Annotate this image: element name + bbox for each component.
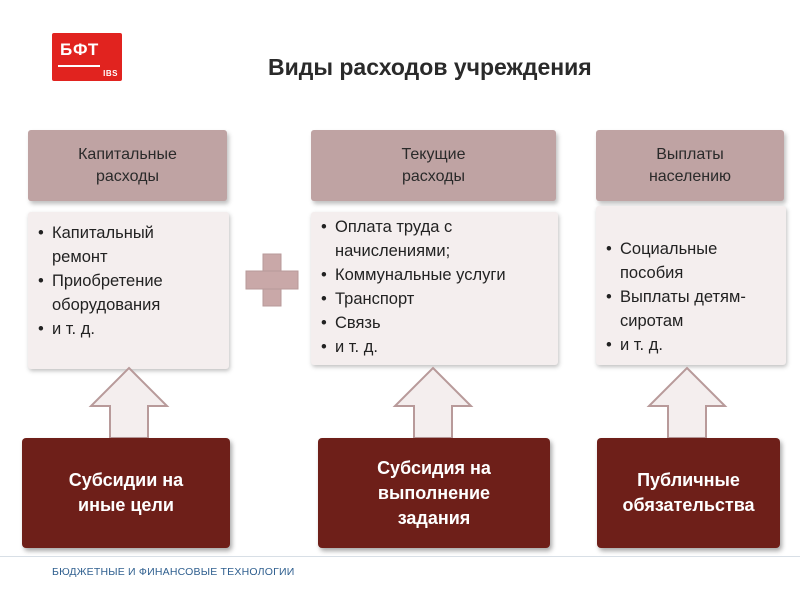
- plus-icon: [245, 253, 299, 307]
- header-population-payments: Выплаты населению: [596, 130, 784, 201]
- public-obligations-box: Публичные обязательства: [597, 438, 780, 548]
- logo-subtext: IBS: [103, 69, 118, 78]
- list-current-expenses: Оплата труда с начислениями; Коммунальны…: [311, 212, 558, 365]
- header-line-2: населению: [648, 167, 732, 185]
- bottom-line-1: Публичные: [637, 470, 740, 490]
- header-current-expenses: Текущие расходы: [311, 130, 556, 201]
- list-capital-expenses: Капитальный ремонт Приобретение оборудов…: [28, 212, 229, 369]
- list-item: и т. д.: [28, 317, 221, 341]
- header-capital-expenses: Капитальные расходы: [28, 130, 227, 201]
- bottom-line-2: выполнение: [377, 482, 491, 503]
- header-line-1: Текущие: [401, 145, 466, 163]
- list-item: и т. д.: [311, 335, 552, 359]
- page-title: Виды расходов учреждения: [268, 54, 592, 80]
- list-population-payments: Социальные пособия Выплаты детям-сиротам…: [596, 206, 786, 365]
- header-line-1: Капитальные: [78, 145, 177, 163]
- list-item: Приобретение оборудования: [28, 269, 202, 317]
- subsidy-other-purposes-box: Субсидии на иные цели: [22, 438, 230, 548]
- list-item: и т. д.: [596, 333, 780, 357]
- header-line-1: Выплаты: [656, 145, 724, 163]
- list-item: Капитальный ремонт: [28, 221, 182, 269]
- header-line-2: расходы: [401, 167, 465, 185]
- company-logo: БФТ IBS: [52, 33, 122, 81]
- up-arrow-icon: [392, 366, 474, 439]
- list-item: Связь: [311, 311, 552, 335]
- list-item: Коммунальные услуги: [311, 263, 552, 287]
- bottom-line-2: иные цели: [78, 495, 174, 515]
- header-line-2: расходы: [96, 167, 159, 185]
- logo-divider: [58, 65, 100, 67]
- list-item: Социальные пособия: [596, 237, 740, 285]
- up-arrow-icon: [88, 366, 170, 439]
- footer-text: БЮДЖЕТНЫЕ И ФИНАНСОВЫЕ ТЕХНОЛОГИИ: [52, 566, 295, 578]
- list-item: Оплата труда с начислениями;: [311, 215, 495, 263]
- bottom-line-2: обязательства: [622, 495, 755, 515]
- list-item: Выплаты детям-сиротам: [596, 285, 770, 333]
- footer-divider: [0, 556, 800, 557]
- bottom-line-3: задания: [397, 507, 471, 528]
- logo-text: БФТ: [60, 40, 100, 59]
- bottom-line-1: Субсидии на: [68, 470, 184, 490]
- bottom-line-1: Субсидия на: [377, 457, 491, 478]
- up-arrow-icon: [646, 366, 728, 439]
- subsidy-task-box: Субсидия на выполнение задания: [318, 438, 550, 548]
- list-item: Транспорт: [311, 287, 552, 311]
